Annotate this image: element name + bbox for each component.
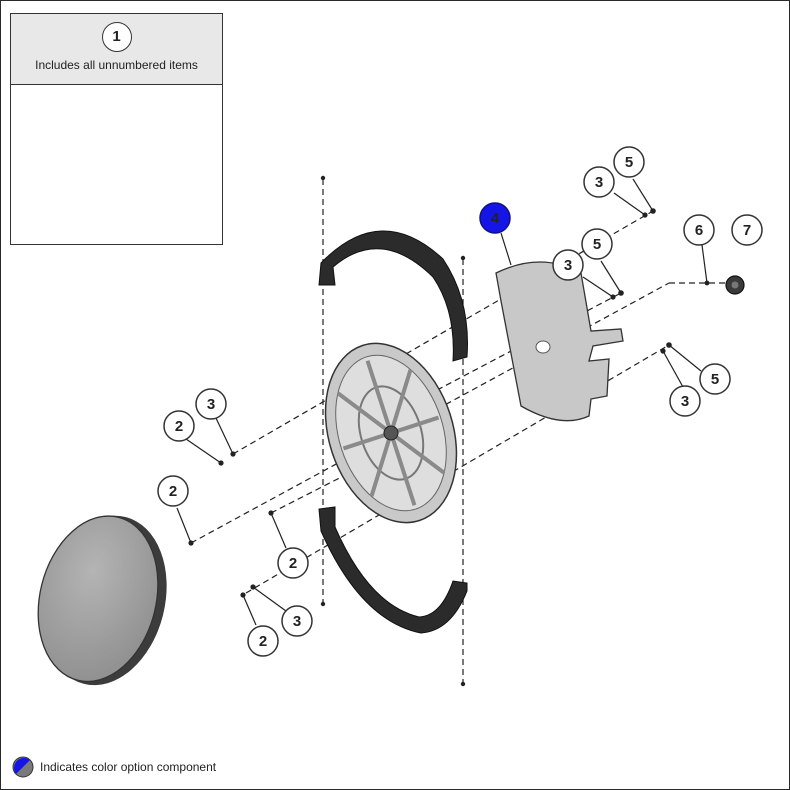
svg-text:4: 4 xyxy=(491,210,500,227)
svg-text:3: 3 xyxy=(595,174,603,191)
callout-c3a: 3 xyxy=(195,388,227,420)
leader-3b xyxy=(252,586,287,612)
nut-5c xyxy=(666,342,672,348)
axis-dot-bottom-left xyxy=(320,601,326,607)
leader-4 xyxy=(500,232,512,266)
svg-text:3: 3 xyxy=(681,393,689,410)
svg-text:2: 2 xyxy=(289,555,297,572)
washer-3b xyxy=(250,584,256,590)
callout-c3b: 3 xyxy=(281,605,313,637)
callout-c2a: 2 xyxy=(163,410,195,442)
svg-text:3: 3 xyxy=(564,257,572,274)
leader-2c xyxy=(270,512,287,549)
callout-c3d: 3 xyxy=(552,249,584,281)
callout-c2b: 2 xyxy=(157,475,189,507)
leader-5a xyxy=(632,178,654,212)
leader-3a xyxy=(214,415,234,455)
callout-c6: 6 xyxy=(683,214,715,246)
callout-c7: 7 xyxy=(731,214,763,246)
svg-text:3: 3 xyxy=(207,396,215,413)
leader-3d xyxy=(582,276,614,298)
kit-note: Includes all unnumbered items xyxy=(35,58,198,72)
leader-5c xyxy=(668,344,702,372)
leader-3e xyxy=(662,350,684,388)
housing-hub xyxy=(383,425,399,441)
reflector-housing xyxy=(324,342,458,524)
svg-text:2: 2 xyxy=(259,633,267,650)
kit-header: 1 Includes all unnumbered items xyxy=(11,14,222,85)
cap-nut-center xyxy=(731,281,739,289)
washer-3a xyxy=(230,451,236,457)
callout-c2d: 2 xyxy=(247,625,279,657)
leader-lines xyxy=(176,178,708,626)
front-lens xyxy=(37,515,167,686)
callout-c5c: 5 xyxy=(699,363,731,395)
washer-3c xyxy=(642,212,648,218)
callout-c3c: 3 xyxy=(583,166,615,198)
axis-dot-top-left xyxy=(320,175,326,181)
axis-dot-top-right xyxy=(460,255,466,261)
mounting-bracket xyxy=(495,261,624,422)
axis-dot-bottom-right xyxy=(460,681,466,687)
leader-3c xyxy=(613,192,646,216)
svg-text:5: 5 xyxy=(711,371,719,388)
washer-3e xyxy=(660,348,666,354)
screw-2d xyxy=(240,592,246,598)
callouts: 2 3 2 2 2 3 3 5 3 5 4 6 7 5 3 xyxy=(157,146,763,657)
svg-text:2: 2 xyxy=(175,418,183,435)
svg-text:5: 5 xyxy=(593,236,601,253)
leader-5b xyxy=(600,260,622,294)
screw-2b xyxy=(188,540,194,546)
svg-text:3: 3 xyxy=(293,613,301,630)
kit-inset: 1 Includes all unnumbered items xyxy=(10,13,223,245)
fastener-points xyxy=(188,175,710,687)
callout-c5b: 5 xyxy=(581,228,613,260)
svg-text:2: 2 xyxy=(169,483,177,500)
callout-c3e: 3 xyxy=(669,385,701,417)
screw-6 xyxy=(704,280,710,286)
callout-c4: 4 xyxy=(479,202,511,234)
screw-path-top xyxy=(232,210,654,455)
lower-seal xyxy=(318,506,468,634)
svg-text:5: 5 xyxy=(625,154,633,171)
nut-5a xyxy=(650,208,656,214)
callout-c5a: 5 xyxy=(613,146,645,178)
svg-text:7: 7 xyxy=(743,222,751,239)
assembly-lines xyxy=(190,179,731,683)
callout-c2c: 2 xyxy=(277,547,309,579)
screw-2c xyxy=(268,510,274,516)
washer-3d xyxy=(610,294,616,300)
leader-2a xyxy=(185,438,222,464)
bracket-hole xyxy=(535,340,551,354)
leader-2b xyxy=(176,507,192,544)
kit-callout-1: 1 xyxy=(101,22,132,52)
screw-2a xyxy=(218,460,224,466)
leader-2d xyxy=(242,594,257,626)
screw-path-bottom xyxy=(245,344,670,594)
legend-label: Indicates color option component xyxy=(40,760,217,774)
leader-6 xyxy=(701,244,708,284)
color-option-icon xyxy=(12,756,34,778)
upper-seal xyxy=(318,230,468,362)
nut-5b xyxy=(618,290,624,296)
legend: Indicates color option component xyxy=(12,756,216,778)
svg-text:6: 6 xyxy=(695,222,703,239)
